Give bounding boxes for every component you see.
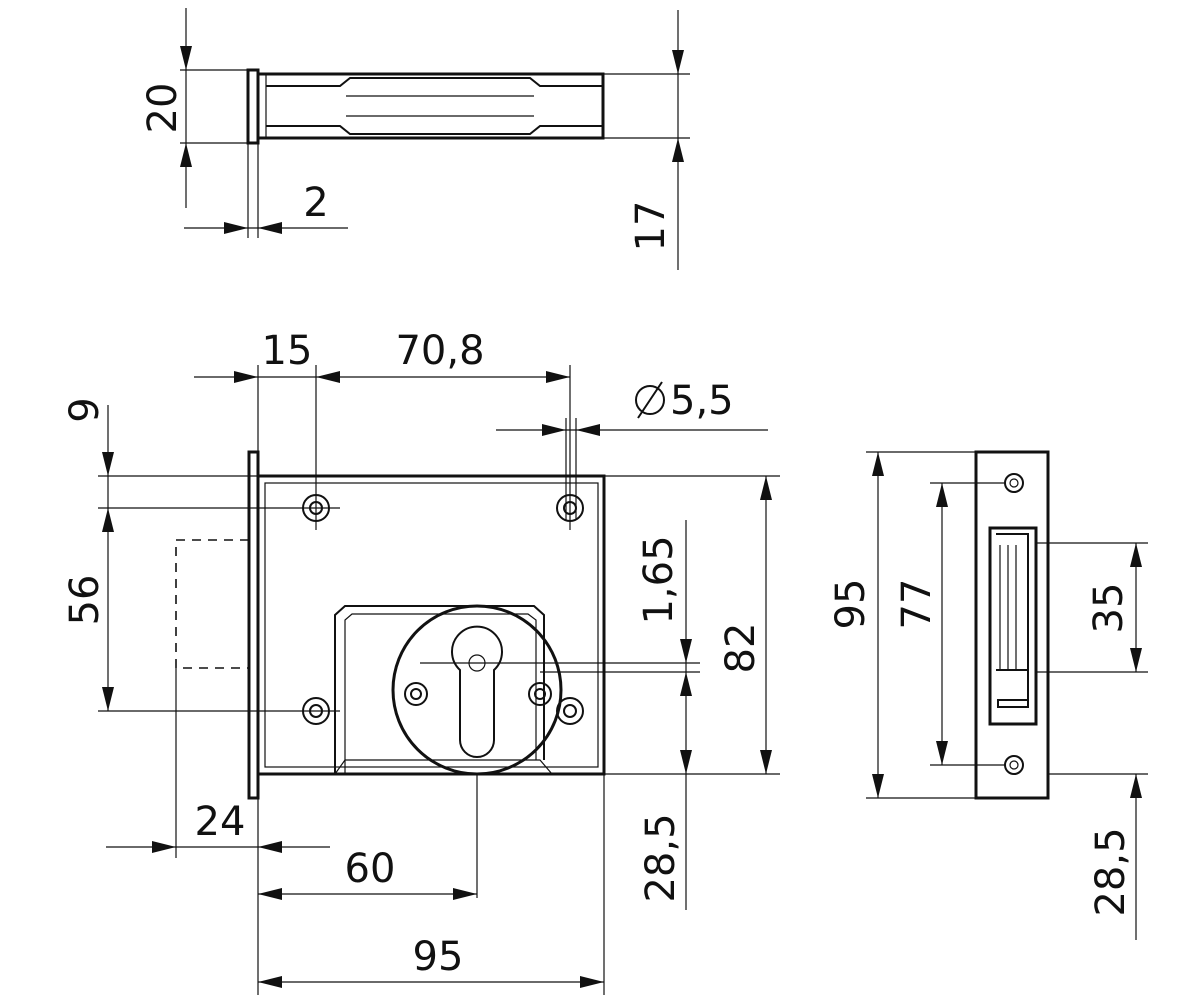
dim-24-label: 24 [195, 799, 246, 845]
dim-2-arrow-left [224, 222, 248, 234]
dim-strike-95-arrow-bottom [872, 774, 884, 798]
rose-screw-right [528, 682, 552, 706]
dim-82-label: 82 [718, 623, 764, 674]
dim-9-label: 9 [62, 397, 108, 422]
dim-9-arrow-top [102, 452, 114, 476]
dim-20-label: 20 [140, 83, 186, 134]
dim-55-arrow-left [542, 424, 566, 436]
dim-708-arrow-right [546, 371, 570, 383]
strike-opening [988, 526, 1038, 726]
dim-35-label: 35 [1086, 583, 1132, 634]
bracket-outer [334, 605, 545, 774]
dim-77-label: 77 [894, 579, 940, 630]
dim-77-arrow-bottom [936, 741, 948, 765]
dim-285-arrow-top [680, 672, 692, 696]
dim-165-label: 1,65 [636, 535, 682, 624]
dim-55-label: 5,5 [670, 378, 734, 424]
strike-slot [997, 699, 1029, 708]
dim-82-arrow-top [760, 476, 772, 500]
dim-15-label: 15 [262, 328, 313, 374]
dim-285-label: 28,5 [638, 813, 684, 902]
dim-95-label: 95 [413, 934, 464, 980]
front-view: 15 70,8 5,5 9 56 1,65 28,5 [62, 328, 780, 995]
dim-15-arrow-right [316, 371, 340, 383]
dim-strike-285-arrow [1130, 774, 1142, 798]
dim-60-arrow-left [258, 888, 282, 900]
bracket-inner [344, 613, 537, 774]
dim-strike-95-arrow-top [872, 452, 884, 476]
dim-24-arrow-left [152, 841, 176, 853]
dim-56-arrow-top [102, 508, 114, 532]
dim-17-arrow-top [672, 50, 684, 74]
dim-55-arrow-right [576, 424, 600, 436]
top-bolt-body [256, 72, 605, 140]
strike-plate [974, 450, 1050, 800]
dim-15-arrow-left [234, 371, 258, 383]
dim-20-arrow-bottom [180, 143, 192, 167]
dim-2-arrow-right [258, 222, 282, 234]
dim-2-label: 2 [303, 180, 328, 226]
strike-opening-inner [996, 533, 1029, 700]
keyhole [451, 625, 503, 758]
lock-case-inner [264, 482, 599, 768]
dim-708-label: 70,8 [395, 328, 484, 374]
top-view: 20 2 17 [140, 8, 690, 270]
dim-56-label: 56 [62, 575, 108, 626]
dim-35-arrow-top [1130, 543, 1142, 567]
dim-24-arrow-right [258, 841, 282, 853]
dim-82-arrow-bottom [760, 750, 772, 774]
strike-screw-bottom [1004, 755, 1024, 775]
top-groove-lower [266, 125, 603, 135]
rose-screw-left [404, 682, 428, 706]
dim-165-arrow [680, 639, 692, 663]
lock-case-outer [256, 474, 606, 776]
dim-17-label: 17 [628, 201, 674, 252]
dim-95-arrow-left [258, 976, 282, 988]
dim-285-arrow-bottom [680, 750, 692, 774]
dim-17-arrow-bottom [672, 138, 684, 162]
dim-77-arrow-top [936, 483, 948, 507]
strike-screw-top [1004, 473, 1024, 493]
dim-35-arrow-bottom [1130, 648, 1142, 672]
dim-60-label: 60 [345, 846, 396, 892]
dim-20-arrow-top [180, 46, 192, 70]
dim-95-arrow-right [580, 976, 604, 988]
dim-56-arrow-bottom [102, 687, 114, 711]
strike-plate-view: 95 77 35 28,5 [828, 450, 1148, 940]
dim-60-arrow-right [453, 888, 477, 900]
dim-strike-95-label: 95 [828, 579, 874, 630]
diameter-symbol-icon [635, 381, 665, 419]
bracket-foot [334, 759, 553, 775]
dim-strike-285-label: 28,5 [1088, 827, 1134, 916]
top-groove-upper [266, 77, 603, 87]
dashed-bolt-outline [175, 539, 249, 669]
